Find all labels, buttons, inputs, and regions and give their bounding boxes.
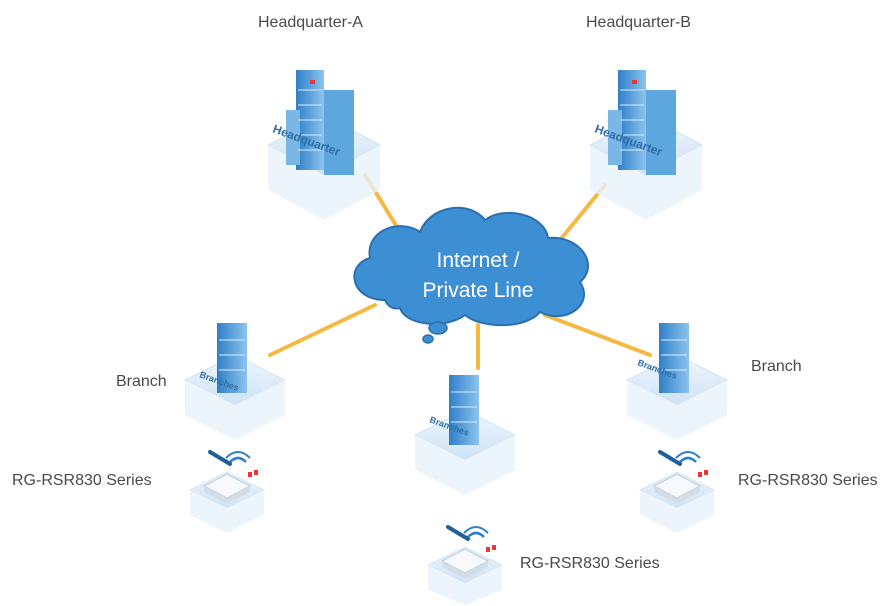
router-right-label: RG-RSR830 Series (738, 472, 878, 489)
cloud-line-2: Private Line (422, 279, 534, 302)
link-branch-left (268, 303, 377, 357)
router-right-icon (638, 450, 716, 533)
branch-left-label: Branch (116, 373, 167, 390)
hq-a-label: Headquarter-A (258, 14, 363, 31)
cloud-label: Internet / Private Line (388, 246, 568, 306)
branch-center-icon: Branches (413, 375, 517, 495)
headquarter-b-icon: Headquarter (588, 70, 704, 220)
router-left-icon (188, 450, 266, 533)
cloud-line-1: Internet / (436, 249, 520, 272)
branch-right-label: Branch (751, 358, 802, 375)
link-branch-right (543, 313, 652, 357)
headquarter-a-icon: Headquarter (266, 70, 382, 220)
internet-cloud-icon (353, 206, 589, 344)
branch-right-icon: Branches (625, 323, 729, 440)
hq-b-label: Headquarter-B (586, 14, 691, 31)
link-hq-b (558, 183, 607, 242)
router-left-label: RG-RSR830 Series (12, 472, 152, 489)
branch-left-icon: Branches (183, 323, 287, 440)
router-center-icon (426, 525, 504, 605)
router-center-label: RG-RSR830 Series (520, 555, 660, 572)
